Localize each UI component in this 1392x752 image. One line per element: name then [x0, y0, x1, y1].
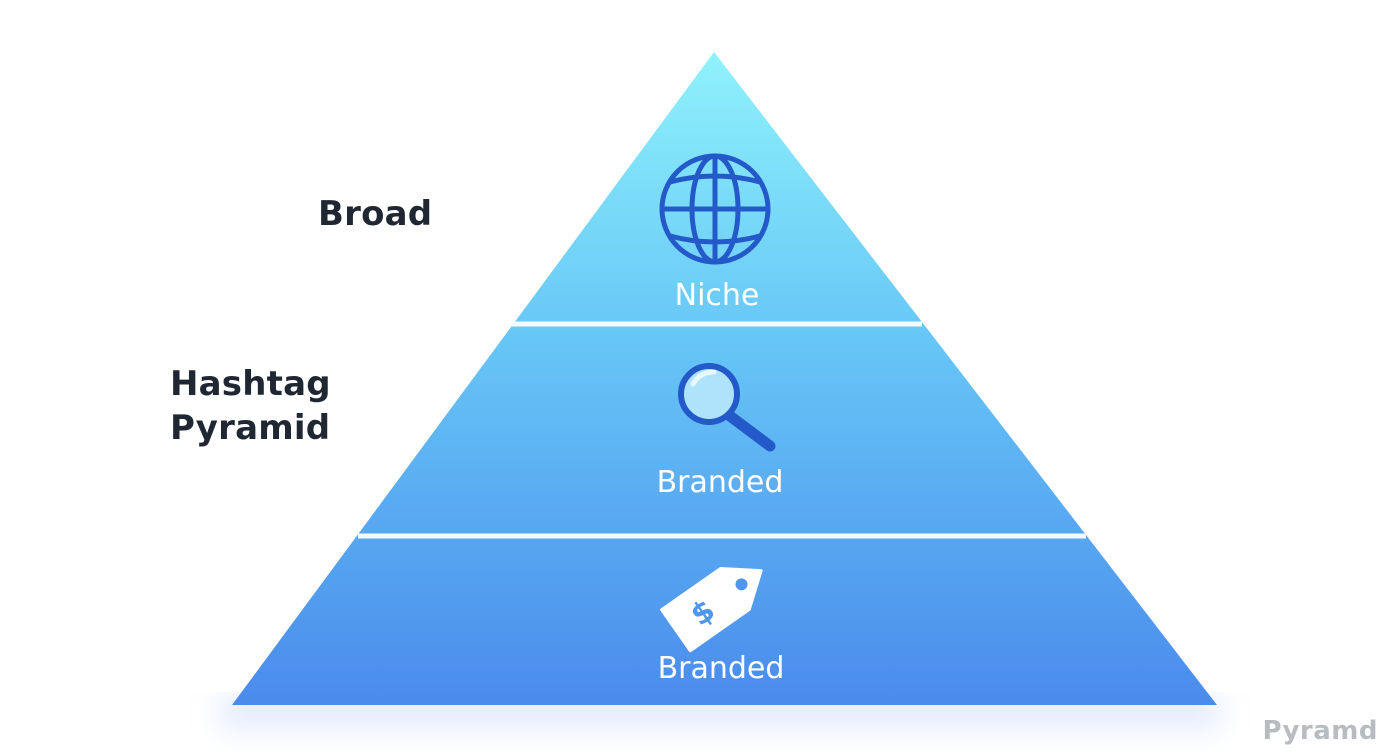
watermark: Pyramd: [1262, 716, 1378, 746]
pyramid-title: Hashtag Pyramid: [170, 362, 331, 450]
globe-icon: [659, 153, 771, 265]
title-line-2: Pyramid: [170, 408, 331, 448]
broad-label: Broad: [318, 194, 433, 234]
tier-label-middle: Branded: [657, 465, 784, 500]
tier-label-bottom: Branded: [658, 651, 785, 686]
tier-label-top: Niche: [675, 278, 760, 313]
title-line-1: Hashtag: [170, 364, 331, 404]
base-shadow: [220, 700, 1220, 740]
price-tag-icon: $: [660, 566, 763, 653]
magnifier-icon: [678, 363, 776, 452]
